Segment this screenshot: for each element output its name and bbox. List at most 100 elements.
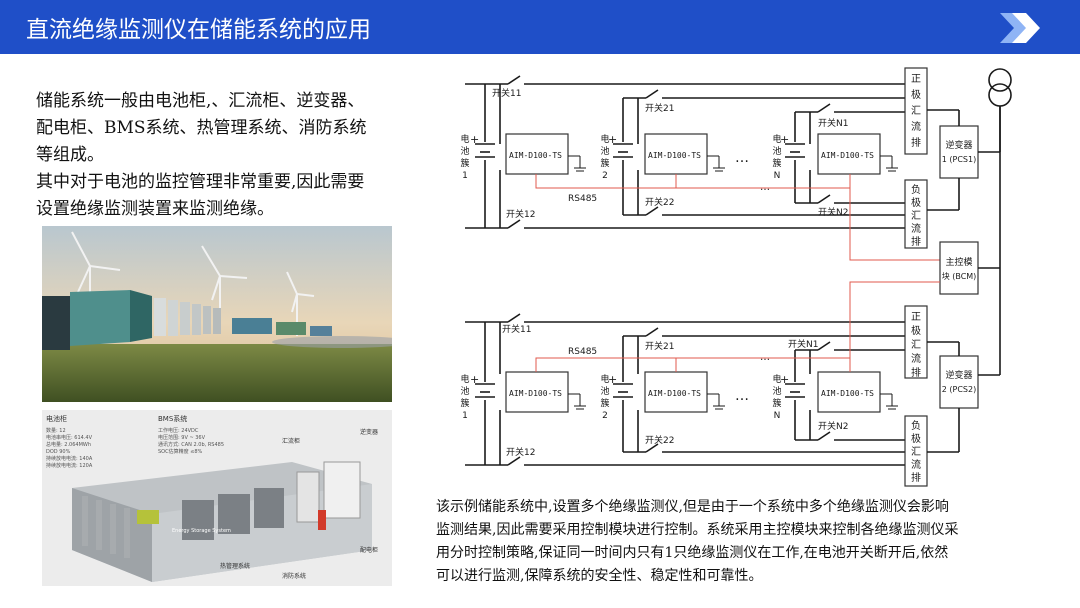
busbar-label: 正	[911, 312, 921, 323]
rs485-line	[535, 281, 940, 372]
thermal-label: 热管理系统	[220, 562, 250, 570]
cluster-label: 电	[460, 373, 469, 385]
header-bar: 直流绝缘监测仪在储能系统的应用	[0, 0, 1080, 54]
busbar-label: 极	[911, 324, 921, 337]
cluster-label: 1	[462, 411, 468, 421]
switch-label: 开关N2	[818, 206, 848, 218]
switch-label: 开关N1	[788, 338, 818, 350]
switch-label: 开关22	[645, 196, 674, 208]
monitor-device-label: AIM-D100-TS	[509, 389, 562, 398]
bms-spec: 电压范围: 9V ~ 36V	[158, 434, 206, 441]
switch-label: 开关11	[502, 323, 531, 335]
ellipsis: …	[735, 388, 749, 404]
description-line: 可以进行监测,保障系统的安全性、稳定性和可靠性。	[436, 568, 763, 584]
cluster-label: 簇	[460, 157, 469, 169]
controller-label: 块 (BCM)	[942, 271, 977, 281]
cluster-label: 1	[462, 171, 468, 181]
battery-spec: 总电量: 2.064MWh	[46, 441, 91, 448]
description-line: 监测结果,因此需要采用控制模块进行控制。系统采用主控模块来控制各绝缘监测仪采	[436, 522, 959, 538]
busbar-label: 汇	[911, 209, 921, 222]
monitor-device-label: AIM-D100-TS	[648, 151, 701, 160]
monitor-device-label: AIM-D100-TS	[821, 151, 874, 160]
cluster-label: N	[774, 171, 781, 181]
description-text: 该示例储能系统中,设置多个绝缘监测仪,但是由于一个系统中多个绝缘监测仪会影响 监…	[436, 496, 1046, 588]
cluster-label: 池	[772, 145, 781, 157]
switch-label: 开关21	[645, 340, 674, 352]
intro-text: 储能系统一般由电池柜,、汇流柜、逆变器、配电柜、BMS系统、热管理系统、消防系统…	[36, 88, 376, 223]
cluster-label: 池	[600, 145, 609, 157]
busbar-label: 汇	[911, 104, 921, 117]
cluster-label: 簇	[600, 397, 609, 409]
controller-label: 主控模	[945, 256, 972, 268]
cluster-label: 簇	[600, 157, 609, 169]
busbar-label: 负	[911, 183, 921, 196]
busbar-label: 排	[911, 235, 921, 248]
battery-spec: 数量: 12	[46, 427, 66, 434]
svg-text:+: +	[608, 373, 617, 386]
inverter-label: 逆变器	[360, 428, 378, 436]
inverter-label: 2 (PCS2)	[942, 385, 976, 394]
bms-spec: 通讯方式: CAN 2.0b, RS485	[158, 441, 224, 448]
combiner-label: 汇流柜	[282, 437, 300, 445]
system-2	[465, 305, 1000, 487]
cluster-label: 电	[772, 133, 781, 145]
busbar-label: 流	[911, 120, 921, 133]
bms-label: BMS系统	[158, 414, 187, 423]
page-title: 直流绝缘监测仪在储能系统的应用	[26, 17, 371, 43]
cluster-label: 2	[602, 411, 608, 421]
monitor-device-label: AIM-D100-TS	[821, 389, 874, 398]
distribution-label: 配电柜	[360, 546, 378, 554]
cluster-label: 池	[460, 385, 469, 397]
intro-paragraph: 其中对于电池的监控管理非常重要,因此需要设置绝缘监测装置来监测绝缘。	[36, 172, 365, 219]
battery-spec: 持续放电电流: 140A	[46, 455, 93, 462]
svg-text:+: +	[780, 133, 789, 146]
cluster-label: 电	[460, 133, 469, 145]
busbar-label: 极	[911, 88, 921, 101]
rs485-line	[535, 174, 940, 261]
cluster-label: 电	[600, 373, 609, 385]
cluster-label: 池	[772, 385, 781, 397]
switch-label: 开关22	[645, 434, 674, 446]
busbar-label: 流	[911, 222, 921, 235]
busbar-label: 正	[911, 74, 921, 85]
switch-label: 开关N2	[818, 420, 848, 432]
system-1	[465, 67, 1012, 375]
switch-label: 开关N1	[818, 117, 848, 129]
svg-text:+: +	[470, 133, 479, 146]
switch-label: 开关11	[492, 87, 521, 99]
cluster-label: N	[774, 411, 781, 421]
battery-spec: 持续放电电流: 120A	[46, 462, 93, 469]
energy-storage-photo	[42, 226, 392, 402]
busbar-label: 负	[911, 419, 921, 432]
inverter-label: 逆变器	[945, 139, 972, 151]
battery-spec: 电池串电压: 614.4V	[46, 434, 93, 441]
svg-text:+: +	[608, 133, 617, 146]
cluster-label: 电	[600, 133, 609, 145]
inverter-label: 1 (PCS1)	[942, 155, 976, 164]
battery-cabinet-label: 电池柜	[46, 414, 67, 423]
rs485-label: RS485	[568, 347, 597, 357]
svg-text:+: +	[780, 373, 789, 386]
switch-label: 开关21	[645, 102, 674, 114]
controller-box	[939, 241, 979, 295]
busbar-label: 排	[911, 136, 921, 149]
inverter-label: 逆变器	[945, 369, 972, 381]
container-cutaway-diagram: Energy Storage System 电池柜 数量: 12 电池串电压: …	[42, 410, 392, 586]
rs485-label: RS485	[568, 194, 597, 204]
switch-label: 开关12	[506, 446, 535, 458]
cluster-label: 池	[600, 385, 609, 397]
cluster-label: 簇	[772, 397, 781, 409]
monitor-device-label: AIM-D100-TS	[648, 389, 701, 398]
cluster-label: 簇	[460, 397, 469, 409]
cluster-label: 池	[460, 145, 469, 157]
busbar-label: 汇	[911, 338, 921, 351]
chevron-right-icon	[1012, 13, 1040, 43]
busbar-label: 排	[911, 366, 921, 379]
busbar-label: 流	[911, 352, 921, 365]
circuit-diagram: +++ +++ 开关11 开关21 开关N1 开关12 开关22 开关N2 RS…	[460, 67, 1012, 487]
ellipsis: …	[760, 182, 770, 193]
cluster-label: 2	[602, 171, 608, 181]
busbar-label: 流	[911, 458, 921, 471]
bms-spec: 工作电压: 24VDC	[158, 427, 199, 434]
busbar-label: 汇	[911, 445, 921, 458]
